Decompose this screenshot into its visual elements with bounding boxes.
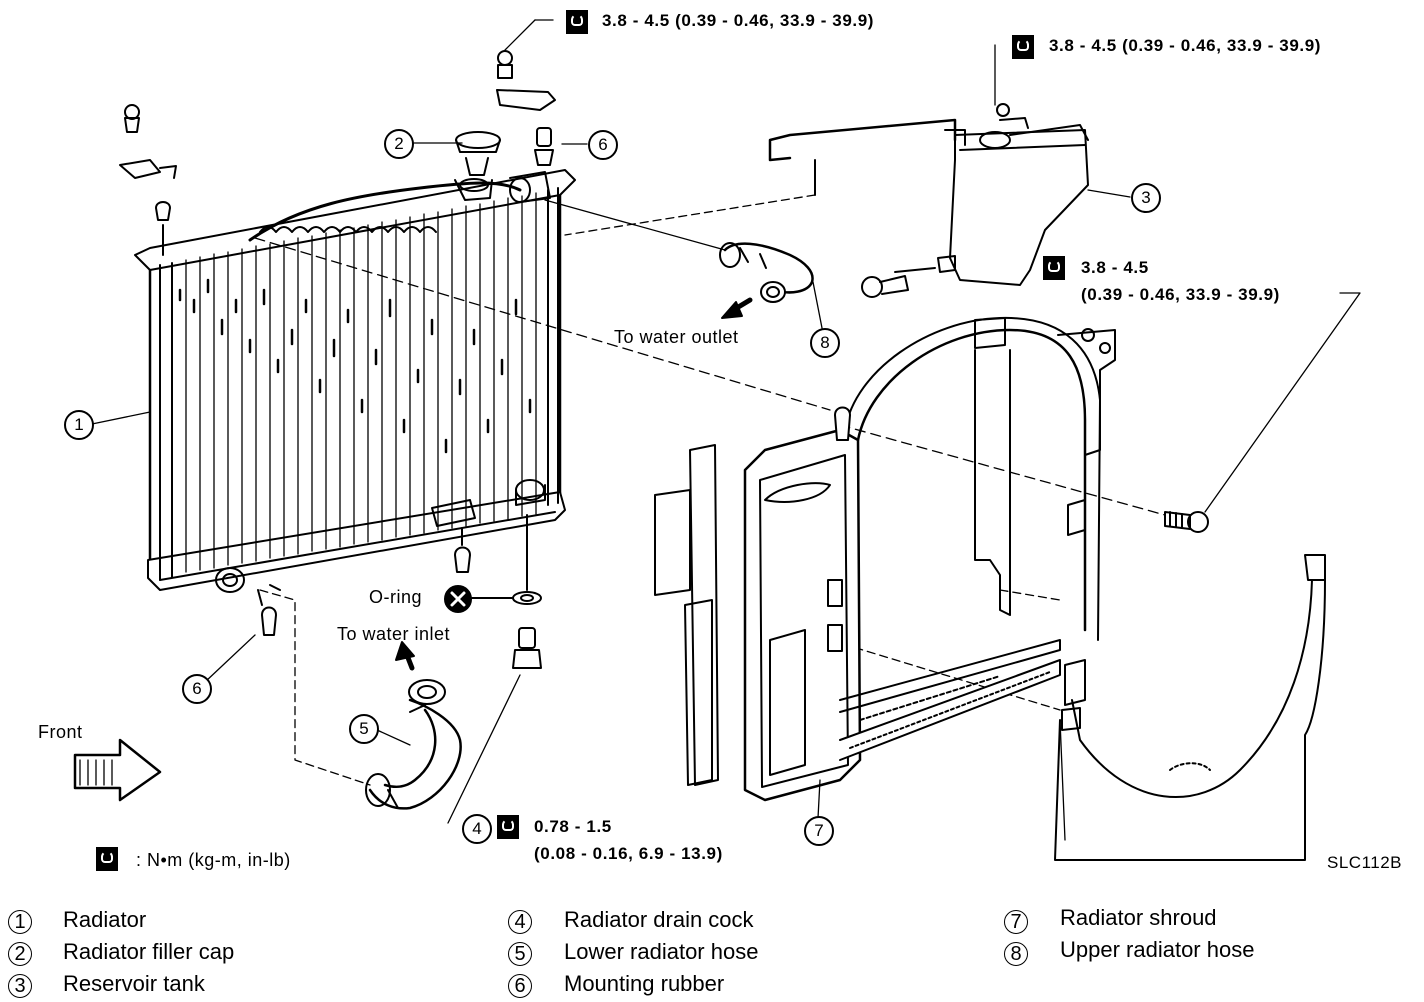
- radiator-lower-outlet: [215, 567, 281, 636]
- legend-num: 6: [508, 974, 532, 998]
- radiator-drain-boss: [431, 479, 546, 527]
- torque-wrench-icon: [1043, 256, 1065, 280]
- label-front: Front: [38, 722, 83, 742]
- upper-radiator-hose: [719, 242, 814, 303]
- callout-shroud: 7: [804, 816, 834, 846]
- figure-id: SLC112B: [1327, 853, 1403, 872]
- legend-text: Lower radiator hose: [564, 939, 759, 964]
- o-ring-and-drain-cock: [444, 514, 542, 669]
- label-to-water-outlet: To water outlet: [614, 327, 739, 347]
- units-note: : N•m (kg-m, in-lb): [136, 850, 291, 870]
- legend-num: 3: [8, 974, 32, 998]
- legend-text: Radiator filler cap: [63, 939, 235, 964]
- torque-wrench-icon: [96, 847, 118, 871]
- torque-spec-top-right: 3.8 - 4.5 (0.39 - 0.46, 33.9 - 39.9): [1049, 36, 1322, 55]
- radiator-filler-cap: [454, 131, 501, 201]
- legend-text: Radiator: [63, 907, 147, 932]
- radiator-left-mount: [119, 104, 177, 256]
- callout-drain-cock: 4: [462, 814, 492, 844]
- front-arrow: [73, 738, 162, 802]
- callout-mounting-rubber-top: 6: [588, 130, 618, 160]
- legend-num: 8: [1004, 942, 1028, 966]
- legend-text: Radiator drain cock: [564, 907, 754, 932]
- callout-filler-cap: 2: [384, 129, 414, 159]
- drain-rubber: [454, 527, 471, 573]
- lower-shroud: [1054, 554, 1326, 861]
- label-to-water-inlet: To water inlet: [337, 624, 451, 644]
- callout-reservoir-tank: 3: [1131, 183, 1161, 213]
- legend-text: Upper radiator hose: [1060, 937, 1255, 962]
- torque-wrench-icon: [566, 10, 588, 34]
- water-outlet-arrow: [721, 297, 753, 319]
- radiator-upper-outlet: [496, 50, 556, 203]
- torque-spec-tank-line1: 3.8 - 4.5: [1081, 258, 1149, 277]
- label-o-ring: O-ring: [369, 587, 423, 607]
- torque-spec-drain-line2: (0.08 - 0.16, 6.9 - 13.9): [534, 844, 723, 863]
- reservoir-hose: [768, 118, 966, 196]
- water-inlet-arrow: [395, 641, 415, 671]
- callout-radiator: 1: [64, 410, 94, 440]
- legend-num: 4: [508, 910, 532, 934]
- legend-num: 7: [1004, 910, 1028, 934]
- torque-spec-drain-line1: 0.78 - 1.5: [534, 817, 612, 836]
- lower-radiator-hose: [365, 679, 462, 810]
- legend-num: 5: [508, 942, 532, 966]
- leader-lines: [91, 19, 1361, 824]
- legend-num: 1: [8, 910, 32, 934]
- callout-mounting-rubber-bottom: 6: [182, 674, 212, 704]
- assembly-lines: [254, 194, 1166, 841]
- radiator-fins: [178, 192, 537, 573]
- callout-upper-hose: 8: [810, 328, 840, 358]
- torque-wrench-icon: [1012, 35, 1034, 59]
- legend-text: Radiator shroud: [1060, 905, 1217, 930]
- reservoir-tank: [861, 103, 1089, 298]
- torque-wrench-icon: [497, 815, 519, 839]
- legend-text: Reservoir tank: [63, 971, 205, 996]
- shroud-bolt: [1164, 511, 1209, 533]
- legend-text: Mounting rubber: [564, 971, 725, 996]
- torque-spec-tank-line2: (0.39 - 0.46, 33.9 - 39.9): [1081, 285, 1280, 304]
- legend-num: 2: [8, 942, 32, 966]
- radiator-shroud: [654, 316, 1116, 802]
- radiator-core: [134, 169, 576, 591]
- torque-spec-top-center: 3.8 - 4.5 (0.39 - 0.46, 33.9 - 39.9): [602, 11, 875, 30]
- callout-lower-hose: 5: [349, 714, 379, 744]
